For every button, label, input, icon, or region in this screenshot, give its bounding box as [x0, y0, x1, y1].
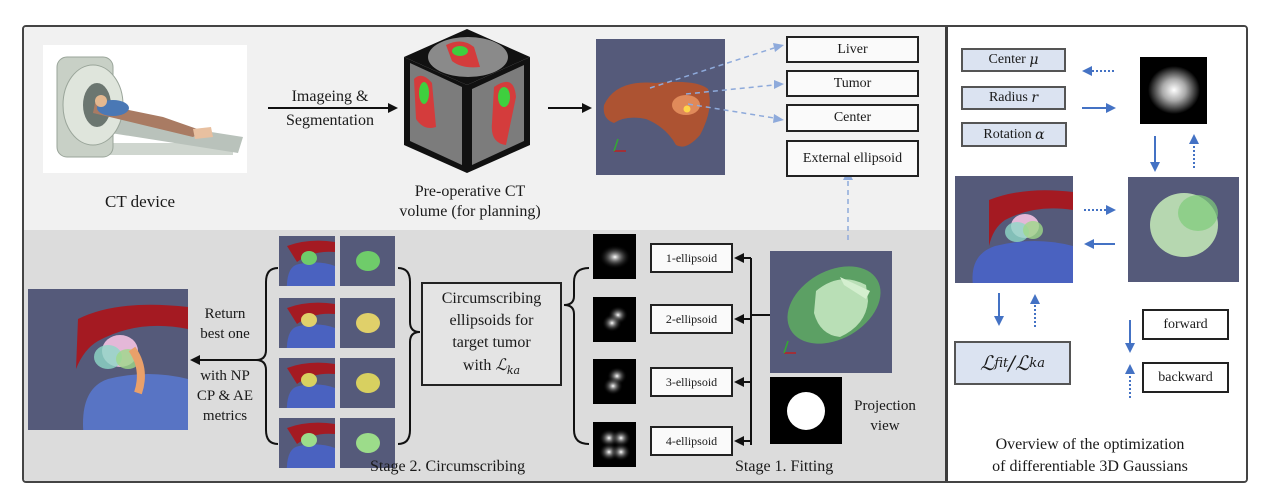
output-box-external-ellipsoid: External ellipsoid [786, 140, 919, 177]
ct-device-image [43, 45, 247, 173]
loss-separator: / [1008, 351, 1015, 375]
param-rotation: Rotation α [961, 122, 1067, 147]
param-center-symbol: μ [1029, 52, 1039, 68]
optimization-caption-line2: of differentiable 3D Gaussians [992, 458, 1188, 475]
ct-volume-cube [402, 27, 532, 175]
loss-subscript: ka [506, 364, 521, 378]
candidate-anatomy-thumb [279, 298, 335, 348]
ct-volume-label-line1: Pre-operative CT [414, 183, 526, 200]
ct-device-label: CT device [104, 192, 176, 211]
metrics-label-line2: CP & AE [196, 388, 254, 404]
candidate-tumor-thumb [340, 298, 395, 348]
loss-symbol: ℒ [495, 355, 507, 374]
return-label-line1: Return [204, 306, 246, 322]
metrics-label-line1: with NP [200, 368, 250, 384]
param-rotation-symbol: α [1035, 126, 1045, 143]
tumor-ellipsoid-render [770, 251, 892, 373]
candidate-tumor-thumb [340, 418, 395, 468]
circumscribing-line1: Circumscribing [441, 290, 542, 307]
gaussian-blob-4 [593, 422, 636, 467]
loss-fit-subscript: fit [994, 355, 1009, 371]
gaussian-blob-1 [593, 234, 636, 279]
loss-fit-symbol: ℒ [979, 351, 995, 375]
gaussian-blob-3 [593, 359, 636, 404]
output-box-center: Center [786, 104, 919, 132]
ellipsoid-box-2: 2-ellipsoid [650, 304, 733, 334]
panel-divider [945, 27, 948, 481]
with-text: with [462, 357, 496, 374]
output-box-tumor: Tumor [786, 70, 919, 97]
projection-label-line2: view [870, 418, 900, 434]
candidate-anatomy-thumb [279, 418, 335, 468]
best-result-render [28, 289, 188, 430]
ellipsoid-box-3: 3-ellipsoid [650, 367, 733, 397]
ct-scanner-icon [56, 56, 243, 158]
legend-backward-box: backward [1142, 362, 1229, 393]
legend-forward-box: forward [1142, 309, 1229, 340]
candidate-anatomy-thumb [279, 358, 335, 408]
ellipsoid-box-4: 4-ellipsoid [650, 426, 733, 456]
gaussian-render-image [1140, 57, 1207, 124]
loss-ka-subscript: ka [1029, 355, 1046, 371]
param-center: Center μ [961, 48, 1066, 72]
output-box-liver: Liver [786, 36, 919, 63]
liver-render [596, 39, 725, 175]
param-radius-symbol: r [1031, 90, 1039, 106]
ellipsoid-box-1: 1-ellipsoid [650, 243, 733, 273]
stage2-title: Stage 2. Circumscribing [370, 458, 526, 475]
param-center-name: Center [988, 52, 1026, 67]
stage1-title: Stage 1. Fitting [735, 458, 834, 475]
gaussian-blob-2 [593, 297, 636, 342]
anatomy-render [955, 176, 1073, 283]
imaging-label-line1: Imageing & [291, 88, 369, 105]
imaging-label-line2: Segmentation [286, 112, 374, 129]
circumscribing-box: Circumscribing ellipsoids for target tum… [421, 282, 562, 386]
candidate-anatomy-thumb [279, 236, 335, 286]
param-radius: Radius r [961, 86, 1066, 110]
metrics-label-line3: metrics [202, 408, 248, 424]
candidate-tumor-thumb [340, 236, 395, 286]
circumscribing-line4: with ℒka [423, 356, 560, 378]
ct-volume-label-line2: volume (for planning) [399, 203, 541, 220]
optimization-caption-line1: Overview of the optimization [995, 436, 1185, 453]
circumscribing-line2: ellipsoids for [449, 312, 534, 329]
param-rotation-name: Rotation [983, 126, 1032, 142]
projection-view-image [770, 377, 842, 444]
loss-ka-symbol: ℒ [1015, 351, 1030, 375]
return-label-line2: best one [200, 326, 250, 342]
candidate-tumor-thumb [340, 358, 395, 408]
circumscribing-line3: target tumor [452, 334, 531, 351]
projection-label-line1: Projection [854, 398, 916, 414]
gaussian-tumor-render [1128, 177, 1239, 282]
param-radius-name: Radius [988, 90, 1028, 105]
